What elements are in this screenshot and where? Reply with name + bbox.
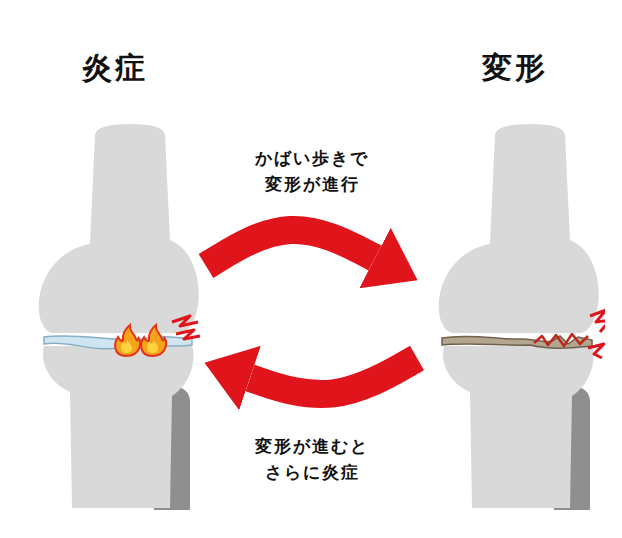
cycle-arrow	[206, 230, 375, 266]
pain-mark	[176, 330, 200, 339]
femur	[39, 124, 199, 333]
node-heading: 炎症	[30, 40, 200, 89]
node-heading: 変形	[425, 40, 605, 89]
flame-icon	[115, 325, 140, 356]
edge-label: かばい歩きで 変形が進行	[252, 146, 372, 197]
edge-label: 変形が進むと さらに炎症	[252, 434, 372, 485]
pain-mark	[172, 316, 198, 326]
cycle-arrow	[250, 358, 417, 394]
crack-mark	[534, 334, 588, 346]
knee-illustration	[30, 40, 200, 520]
pain-mark	[588, 344, 604, 358]
knee-joint: 変形	[425, 40, 605, 520]
knee-joint: 炎症	[30, 40, 200, 520]
flame-icon	[141, 325, 166, 356]
tibia	[443, 346, 594, 508]
femur	[439, 124, 599, 333]
tibia	[43, 346, 194, 508]
knee-illustration	[425, 40, 605, 520]
pain-mark	[590, 310, 605, 332]
